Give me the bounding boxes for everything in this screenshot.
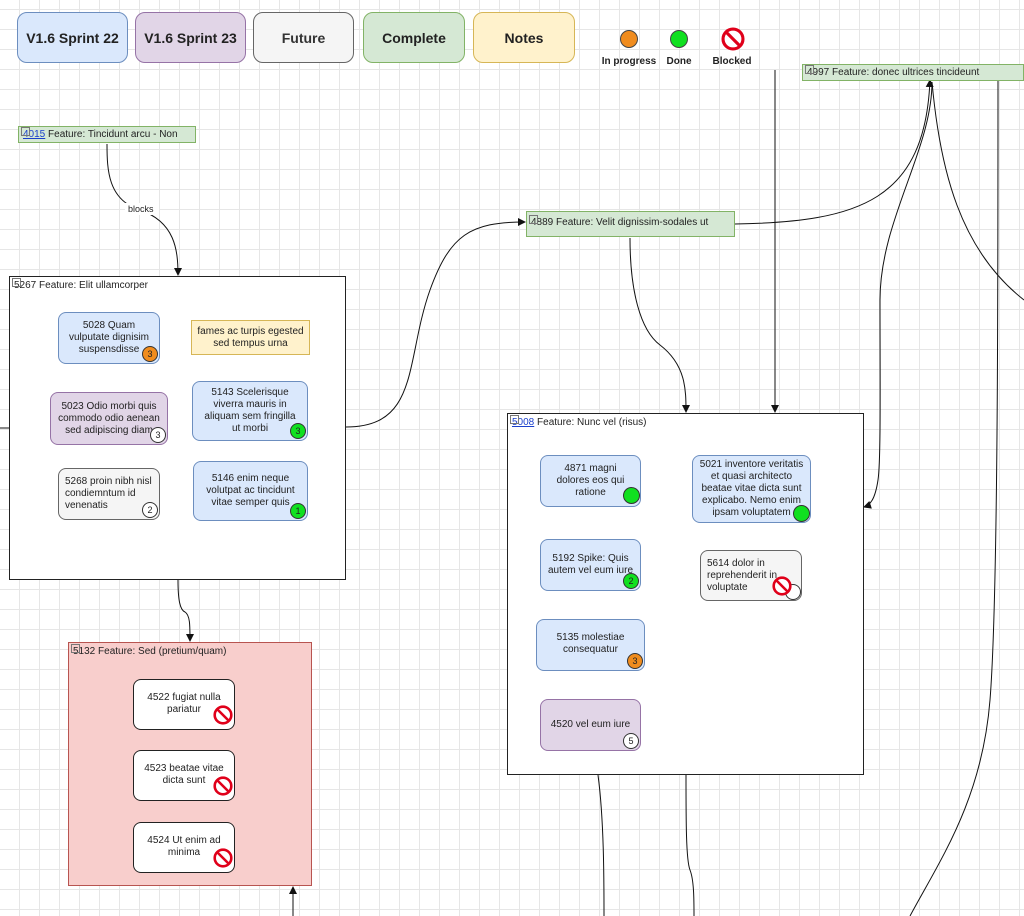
in-progress-label: In progress [601, 56, 657, 67]
feature-5132-id: 5132 [73, 646, 96, 657]
done-badge [623, 487, 640, 504]
feature-4015-title: Feature: Tincidunt arcu - Non [45, 129, 178, 140]
feature-5267-title: Feature: Elit ullamcorper [36, 280, 148, 291]
feature-4889-id: 4889 [531, 217, 554, 228]
legend-sprint22[interactable]: V1.6 Sprint 22 [17, 12, 128, 63]
story-card-text: 5021 inventore veritatis et quasi archit… [699, 459, 804, 518]
feature-5008-link[interactable]: 5008 [512, 417, 535, 428]
story-card-4871[interactable]: 4871 magni dolores eos qui ratione [540, 455, 641, 507]
edge-5267-to-4889 [345, 218, 526, 428]
story-card-text: 4520 vel eum iure [550, 719, 631, 730]
done-badge: 1 [290, 503, 306, 519]
legend-complete[interactable]: Complete [363, 12, 465, 63]
feature-5132-title: Feature: Sed (pretium/quam) [95, 646, 227, 657]
collapse-icon[interactable] [510, 415, 519, 424]
in-progress-status-icon [620, 30, 638, 48]
story-card-text: 5023 Odio morbi quis commodo odio aenean… [58, 400, 160, 436]
done-badge: 3 [290, 423, 306, 439]
expand-icon[interactable] [21, 127, 30, 136]
story-card-text: 5146 enim neque volutpat ac tincidunt vi… [206, 473, 295, 508]
story-card-5023[interactable]: 5023 Odio morbi quis commodo odio aenean… [50, 392, 168, 445]
badge: 5 [623, 733, 639, 749]
blocked-icon [213, 848, 233, 868]
edge-4889-to-5008 [629, 237, 690, 413]
done-badge [793, 505, 810, 522]
story-card-5135[interactable]: 5135 molestiae consequatur 3 [536, 619, 645, 671]
story-card-text: 5614 dolor in reprehenderit in voluptate [707, 557, 778, 593]
feature-4015-bar[interactable]: 4015 Feature: Tincidunt arcu - Non [18, 126, 196, 143]
blocked-icon [213, 705, 233, 725]
story-card-5146[interactable]: 5146 enim neque volutpat ac tincidunt vi… [193, 461, 308, 521]
collapse-icon[interactable] [71, 644, 80, 653]
feature-4997-bar[interactable]: 4997 Feature: donec ultrices tincideunt [802, 64, 1024, 81]
feature-4997-id: 4997 [807, 67, 830, 78]
story-card-5268[interactable]: 5268 proin nibh nisl condiemntum id vene… [58, 468, 160, 520]
feature-4997-title: Feature: donec ultrices tincideunt [829, 67, 980, 78]
edge-4997-down [909, 69, 999, 916]
story-card-5192[interactable]: 5192 Spike: Quis autem vel eum iure 2 [540, 539, 641, 591]
legend-future[interactable]: Future [253, 12, 354, 63]
blocks-label-bg [125, 203, 159, 215]
in-progress-badge: 3 [627, 653, 643, 669]
blocked-label: Blocked [712, 56, 752, 67]
edge-5008-bottom-b [685, 774, 695, 916]
feature-5008-title: Feature: Nunc vel (risus) [534, 417, 647, 428]
expand-icon[interactable] [529, 215, 538, 224]
story-card-text: 4871 magni dolores eos qui ratione [556, 463, 625, 498]
edge-4997-right [863, 81, 933, 509]
edge-5267-to-5132 [177, 579, 194, 642]
feature-4889-bar[interactable]: 4889 Feature: Velit dignissim-sodales ut [526, 211, 735, 237]
story-card-text: 4523 beatae vitae dicta sunt [144, 763, 224, 786]
feature-5132-header: 5132 Feature: Sed (pretium/quam) [71, 644, 227, 657]
feature-5267-id: 5267 [14, 280, 37, 291]
note-text: fames ac turpis egested sed tempus urna [197, 325, 304, 349]
done-badge: 2 [623, 573, 639, 589]
story-card-text: 4524 Ut enim ad minima [147, 835, 221, 858]
story-card-5021[interactable]: 5021 inventore veritatis et quasi archit… [692, 455, 811, 523]
story-card-4520[interactable]: 4520 vel eum iure 5 [540, 699, 641, 751]
edge-4997-out-right [931, 81, 1024, 301]
collapse-icon[interactable] [12, 278, 21, 287]
badge: 3 [150, 427, 166, 443]
badge: 2 [142, 502, 158, 518]
story-card-text: 5028 Quam vulputate dignisim suspensdiss… [68, 320, 150, 355]
story-card-text: 5143 Scelerisque viverra mauris in aliqu… [204, 387, 296, 434]
edge-4889-to-4997 [734, 79, 934, 225]
expand-icon[interactable] [805, 65, 814, 74]
story-card-text: 5268 proin nibh nisl condiemntum id vene… [65, 476, 152, 511]
edge-5008-bottom-a [597, 774, 605, 916]
done-label: Done [666, 56, 692, 67]
blocked-status-icon [721, 27, 745, 51]
in-progress-badge: 3 [142, 346, 158, 362]
legend-notes[interactable]: Notes [473, 12, 575, 63]
legend-sprint23[interactable]: V1.6 Sprint 23 [135, 12, 246, 63]
feature-5267-header: 5267 Feature: Elit ullamcorper [12, 278, 148, 291]
story-card-5028[interactable]: 5028 Quam vulputate dignisim suspensdiss… [58, 312, 160, 364]
feature-4889-title: Feature: Velit dignissim-sodales ut [553, 217, 709, 228]
note-card[interactable]: fames ac turpis egested sed tempus urna [191, 320, 310, 355]
feature-5008-header: 5008 Feature: Nunc vel (risus) [510, 415, 647, 428]
edge-label-blocks: blocks [128, 204, 154, 214]
blocked-icon [772, 576, 792, 596]
story-card-text: 5192 Spike: Quis autem vel eum iure [547, 553, 634, 576]
feature-4015-link[interactable]: 4015 [23, 129, 46, 140]
story-card-5143[interactable]: 5143 Scelerisque viverra mauris in aliqu… [192, 381, 308, 441]
story-card-text: 4522 fugiat nulla pariatur [147, 692, 221, 715]
done-status-icon [670, 30, 688, 48]
blocked-icon [213, 776, 233, 796]
story-card-text: 5135 molestiae consequatur [556, 632, 625, 655]
